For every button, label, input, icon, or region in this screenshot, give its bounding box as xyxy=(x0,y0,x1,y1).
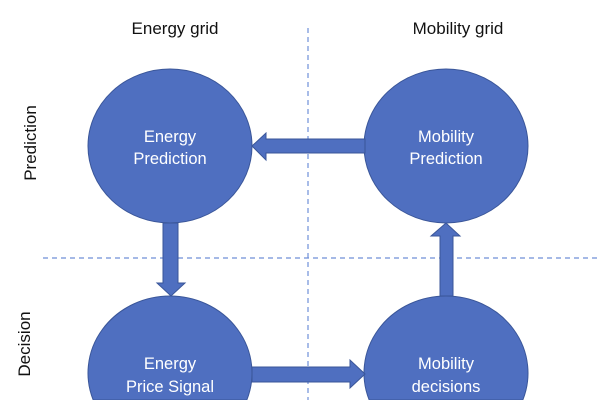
node-energy-price-signal-line2: Price Signal xyxy=(126,378,214,396)
arrow-mobility-to-energy-prediction xyxy=(251,131,366,162)
node-mobility-decisions-line1: Mobility xyxy=(418,355,475,373)
row-label-prediction: Prediction xyxy=(21,105,40,181)
node-mobility-prediction xyxy=(363,68,529,224)
node-energy-price-signal-line1: Energy xyxy=(144,355,197,373)
arrow-price-signal-to-mobility-decisions xyxy=(251,358,366,390)
column-label-energy-grid: Energy grid xyxy=(132,19,219,38)
node-mobility-prediction-line1: Mobility xyxy=(418,128,475,146)
node-energy-price-signal xyxy=(87,295,253,400)
node-mobility-prediction-line2: Prediction xyxy=(409,150,482,168)
node-mobility-decisions-line2: decisions xyxy=(412,378,481,396)
column-label-mobility-grid: Mobility grid xyxy=(413,19,504,38)
arrow-energy-prediction-to-price-signal xyxy=(155,222,187,297)
row-label-decision: Decision xyxy=(15,311,34,376)
node-energy-prediction xyxy=(87,68,253,224)
arrow-mobility-decisions-to-prediction xyxy=(429,222,462,297)
node-energy-prediction-line2: Prediction xyxy=(133,150,206,168)
node-energy-prediction-line1: Energy xyxy=(144,128,197,146)
